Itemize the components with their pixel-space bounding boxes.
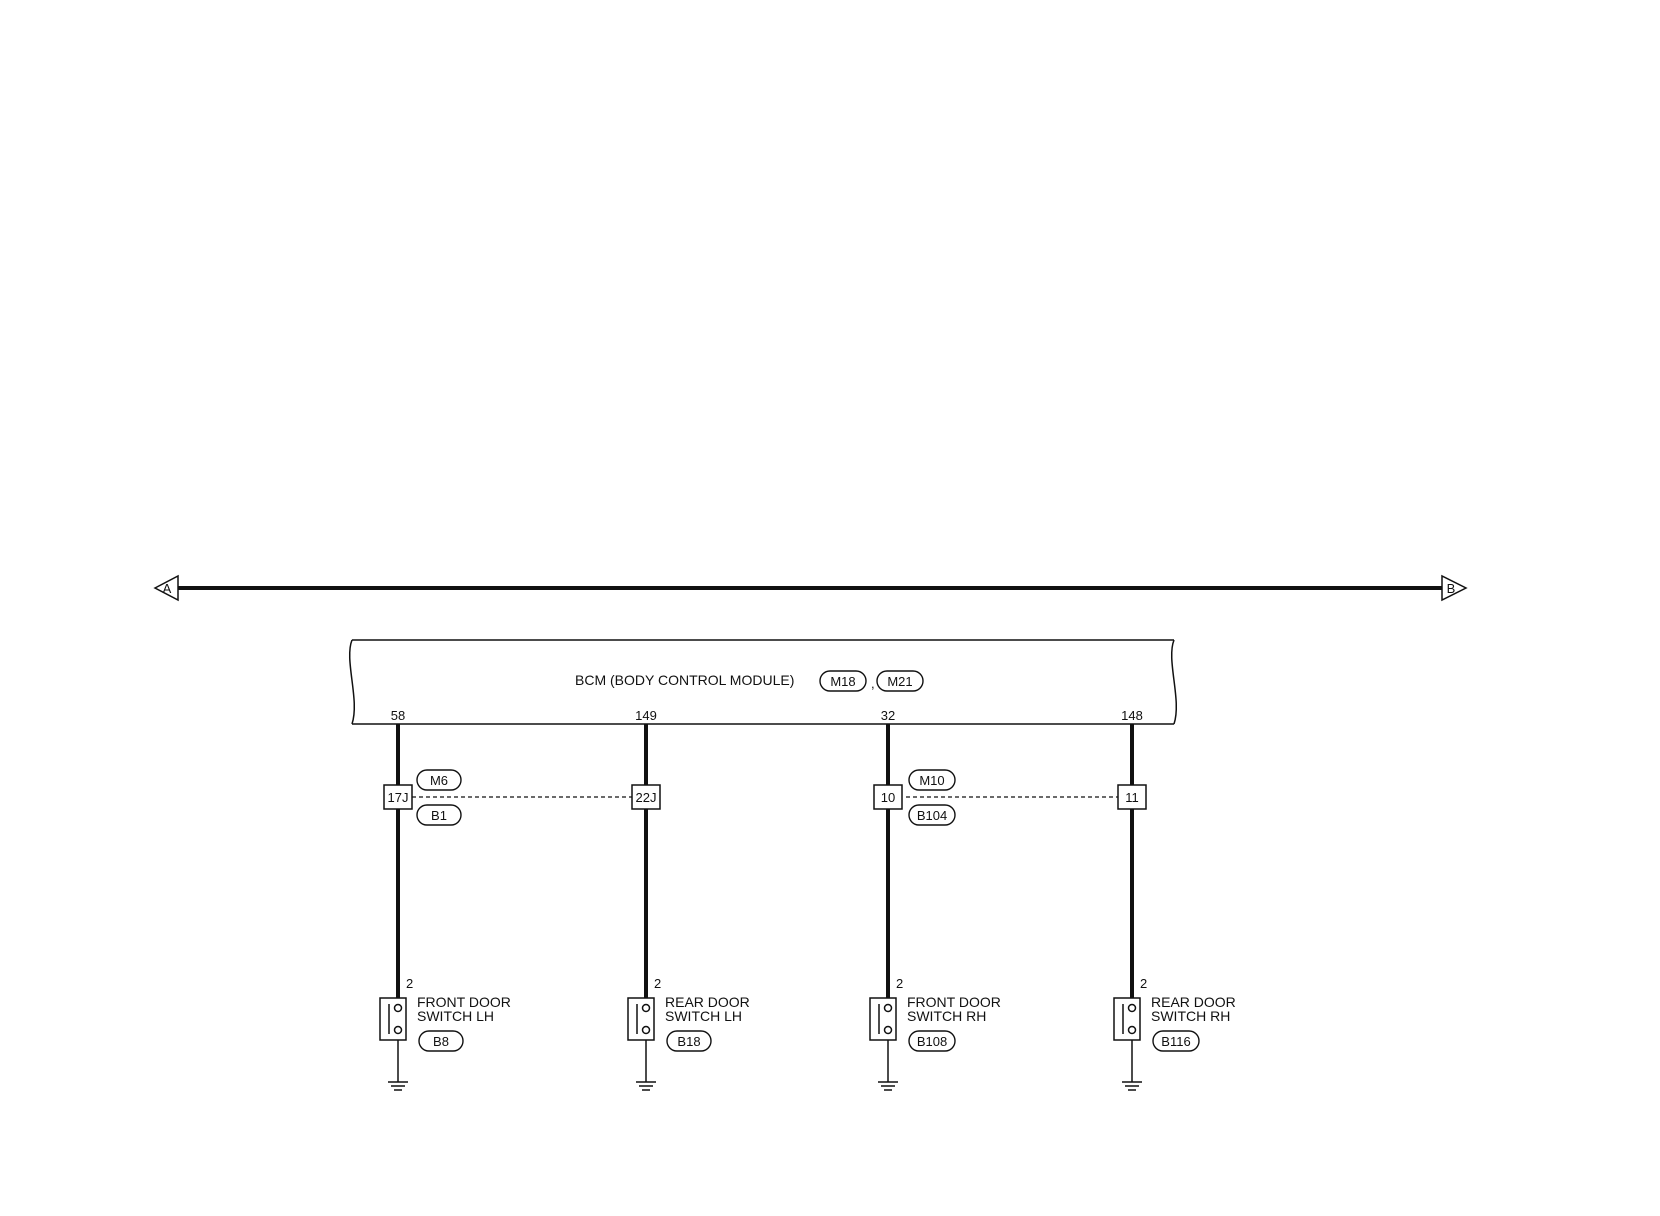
branch-rear-door-switch-rh: 148 11 2 REAR DOOR SWITCH RH B116 bbox=[1113, 708, 1236, 1091]
ground-icon bbox=[1122, 1081, 1142, 1091]
joint-terminal: 17J bbox=[388, 790, 409, 805]
bcm-terminal: 149 bbox=[635, 708, 657, 723]
bcm-connector-separator: , bbox=[871, 676, 875, 691]
door-switch-icon bbox=[869, 997, 897, 1041]
joint-connector-1: M6 B1 bbox=[416, 769, 462, 826]
harness-marker-b-label: B bbox=[1447, 581, 1456, 596]
switch-name-line1: REAR DOOR bbox=[665, 994, 750, 1010]
switch-terminal: 2 bbox=[896, 976, 903, 991]
bcm-label: BCM (BODY CONTROL MODULE) bbox=[575, 672, 794, 688]
switch-name-line2: SWITCH RH bbox=[907, 1008, 986, 1024]
bcm-connector-m18: M18 bbox=[819, 670, 867, 692]
door-switch-icon bbox=[379, 997, 407, 1041]
joint-terminal: 22J bbox=[636, 790, 657, 805]
switch-terminal: 2 bbox=[1140, 976, 1147, 991]
switch-name-line1: FRONT DOOR bbox=[907, 994, 1001, 1010]
branch-front-door-switch-lh: 58 17J 2 FRONT DOOR SWITCH LH B8 bbox=[379, 708, 511, 1091]
switch-name-line2: SWITCH LH bbox=[417, 1008, 494, 1024]
switch-name-line1: FRONT DOOR bbox=[417, 994, 511, 1010]
branch-rear-door-switch-lh: 149 22J 2 REAR DOOR SWITCH LH B18 bbox=[627, 708, 750, 1091]
bcm-connector-m21: M21 bbox=[876, 670, 924, 692]
door-switch-icon bbox=[1113, 997, 1141, 1041]
joint-terminal: 11 bbox=[1125, 790, 1139, 805]
door-switch-icon bbox=[627, 997, 655, 1041]
switch-name-line2: SWITCH LH bbox=[665, 1008, 742, 1024]
joint-upper-connector: M6 bbox=[430, 773, 448, 788]
switch-connector: B8 bbox=[433, 1034, 449, 1049]
switch-connector: B18 bbox=[677, 1034, 700, 1049]
bcm-box: BCM (BODY CONTROL MODULE) M18 , M21 bbox=[348, 639, 1178, 725]
switch-connector: B116 bbox=[1161, 1034, 1190, 1049]
harness-marker-b: B bbox=[1441, 574, 1468, 602]
switch-terminal: 2 bbox=[654, 976, 661, 991]
joint-lower-connector: B104 bbox=[917, 808, 947, 823]
bcm-connector-label: M21 bbox=[887, 674, 912, 689]
bcm-terminal: 32 bbox=[881, 708, 895, 723]
ground-icon bbox=[878, 1081, 898, 1091]
harness-marker-a: A bbox=[153, 574, 179, 602]
joint-upper-connector: M10 bbox=[919, 773, 944, 788]
switch-name-line2: SWITCH RH bbox=[1151, 1008, 1230, 1024]
ground-icon bbox=[388, 1081, 408, 1091]
joint-connector-2: M10 B104 bbox=[908, 769, 956, 826]
joint-lower-connector: B1 bbox=[431, 808, 447, 823]
switch-terminal: 2 bbox=[406, 976, 413, 991]
bcm-terminal: 58 bbox=[391, 708, 405, 723]
bcm-terminal: 148 bbox=[1121, 708, 1143, 723]
switch-connector: B108 bbox=[917, 1034, 947, 1049]
ground-icon bbox=[636, 1081, 656, 1091]
branch-front-door-switch-rh: 32 10 2 FRONT DOOR SWITCH RH B108 bbox=[869, 708, 1001, 1091]
joint-terminal: 10 bbox=[881, 790, 895, 805]
bcm-connector-label: M18 bbox=[830, 674, 855, 689]
harness-line: A B bbox=[153, 574, 1468, 602]
switch-name-line1: REAR DOOR bbox=[1151, 994, 1236, 1010]
harness-marker-a-label: A bbox=[163, 581, 172, 596]
